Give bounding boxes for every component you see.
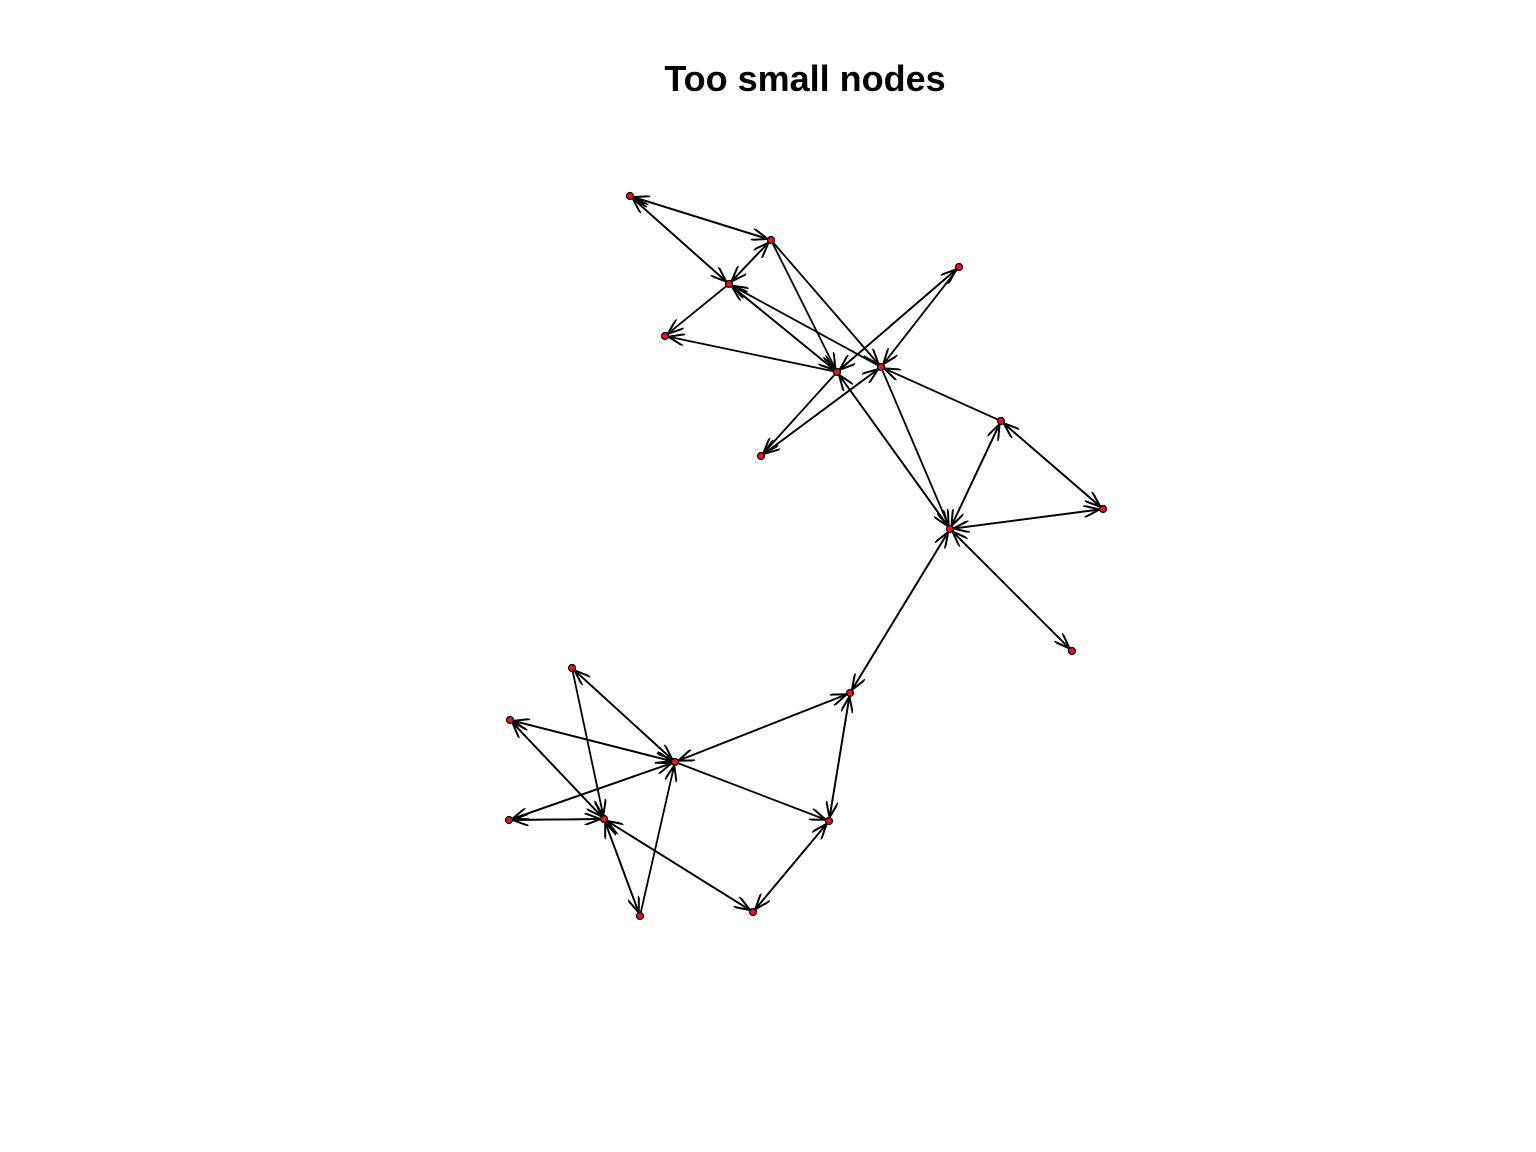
edge-n20-n18	[606, 823, 640, 914]
node-n10	[945, 524, 955, 534]
edge-n6-n8	[764, 373, 836, 453]
edge-n21-n18	[608, 821, 751, 911]
node-n20	[635, 911, 645, 921]
edge-n9-n7	[885, 369, 999, 421]
edge-n20-n15	[639, 766, 674, 913]
node-n4	[660, 331, 670, 341]
edge-n7-n10	[881, 369, 948, 525]
edge-n3-n4	[668, 285, 727, 333]
node-n5	[954, 262, 964, 272]
edge-n2-n7	[772, 242, 878, 364]
node-n21	[748, 907, 758, 917]
node-n18	[599, 814, 609, 824]
edge-n3-n1	[633, 199, 727, 283]
edge-n7-n3	[733, 286, 879, 367]
node-n6	[832, 367, 842, 377]
edge-n18-n16	[513, 723, 603, 818]
edge-n12-n10	[953, 532, 1071, 650]
edge-n10-n6	[840, 376, 949, 527]
edge-n5-n7	[884, 269, 958, 364]
node-n13	[845, 688, 855, 698]
chart-title: Too small nodes	[664, 58, 946, 99]
edge-n5-n6	[840, 268, 957, 369]
edge-n18-n17	[513, 819, 601, 820]
edge-n15-n13	[677, 695, 846, 762]
edge-n6-n4	[669, 337, 834, 373]
node-n15	[670, 757, 680, 767]
edge-n14-n18	[571, 671, 603, 814]
edge-n13-n10	[851, 533, 948, 691]
edge-n10-n11	[953, 510, 1098, 530]
node-n1	[625, 191, 635, 201]
node-n2	[766, 235, 776, 245]
node-n16	[505, 715, 515, 725]
edge-n3-n2	[730, 243, 767, 283]
node-n3	[724, 279, 734, 289]
node-n19	[824, 816, 834, 826]
edge-n2-n1	[634, 197, 768, 240]
node-n9	[996, 416, 1006, 426]
node-n8	[756, 451, 766, 461]
edge-n15-n19	[677, 762, 825, 819]
nodes-layer	[504, 191, 1108, 921]
node-n14	[567, 663, 577, 673]
edge-n9-n10	[952, 423, 1001, 525]
edge-n11-n9	[1004, 424, 1101, 508]
edge-n16-n15	[513, 719, 670, 761]
edge-n17-n15	[512, 763, 670, 820]
edges-layer	[512, 197, 1100, 913]
edge-n8-n7	[763, 370, 878, 455]
edge-n14-n15	[573, 669, 672, 759]
edge-n19-n13	[828, 697, 850, 818]
node-n7	[876, 362, 886, 372]
edge-n19-n21	[756, 823, 828, 909]
edge-n2-n6	[771, 242, 835, 368]
edge-n6-n3	[732, 287, 835, 371]
node-n17	[504, 815, 514, 825]
node-n12	[1067, 646, 1077, 656]
node-n11	[1098, 504, 1108, 514]
